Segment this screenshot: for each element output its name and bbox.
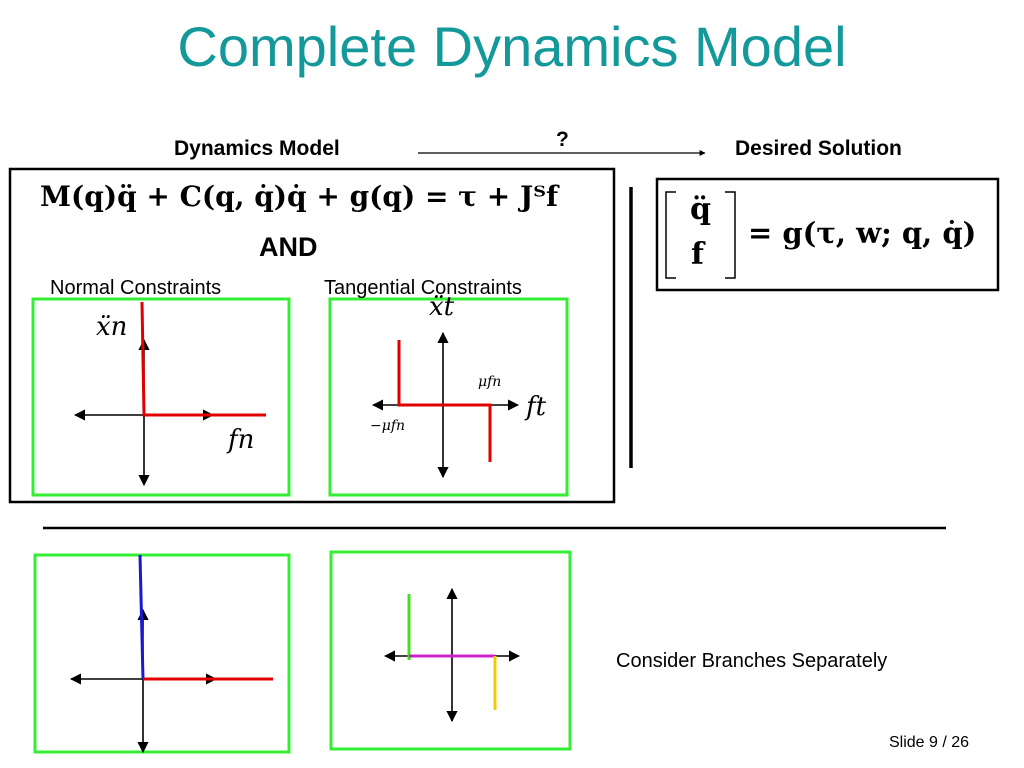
dynamics-equation: M(q)q̈ + C(q, q̇)q̇ + g(q) = τ + Jᵀf — [40, 180, 558, 213]
tangential-x-axis-label: ft — [526, 392, 547, 422]
branch-tangential-frame — [329, 550, 572, 751]
left-bracket — [665, 191, 676, 279]
branches-note: Consider Branches Separately — [616, 650, 888, 672]
page-title: Complete Dynamics Model — [177, 15, 847, 78]
branch-normal-frame — [33, 553, 291, 754]
slide-number: Slide 9 / 26 — [889, 734, 970, 751]
question-mark-label: ? — [556, 128, 569, 151]
dynamics-model-label: Dynamics Model — [174, 137, 340, 160]
solution-vector-top: q̈ — [690, 192, 711, 227]
tangential-plot-frame — [328, 297, 569, 497]
right-bracket — [725, 191, 736, 279]
normal-constraint-curve — [140, 301, 266, 417]
desired-solution-box — [655, 177, 1000, 292]
desired-solution-label: Desired Solution — [735, 137, 902, 160]
tangential-y-axis-label: ẍt — [429, 292, 455, 322]
dynamics-model-box — [8, 167, 616, 504]
tangential-constraints-label: Tangential Constraints — [324, 277, 522, 299]
normal-constraints-label: Normal Constraints — [50, 277, 222, 299]
normal-x-axis-label: fn — [228, 425, 255, 455]
solution-equation: = g(τ, w; q, q̇) — [748, 216, 977, 250]
and-label: AND — [259, 232, 318, 262]
normal-y-axis-label: ẍn — [96, 312, 128, 342]
normal-plot-frame — [31, 297, 291, 497]
neg-mu-fn-label: −μfn — [370, 418, 406, 434]
tangential-constraint-curve — [397, 340, 492, 462]
mu-fn-label: μfn — [478, 374, 502, 390]
branch-normal-blue-segment — [138, 554, 145, 680]
solution-vector-bottom: f — [691, 237, 704, 272]
